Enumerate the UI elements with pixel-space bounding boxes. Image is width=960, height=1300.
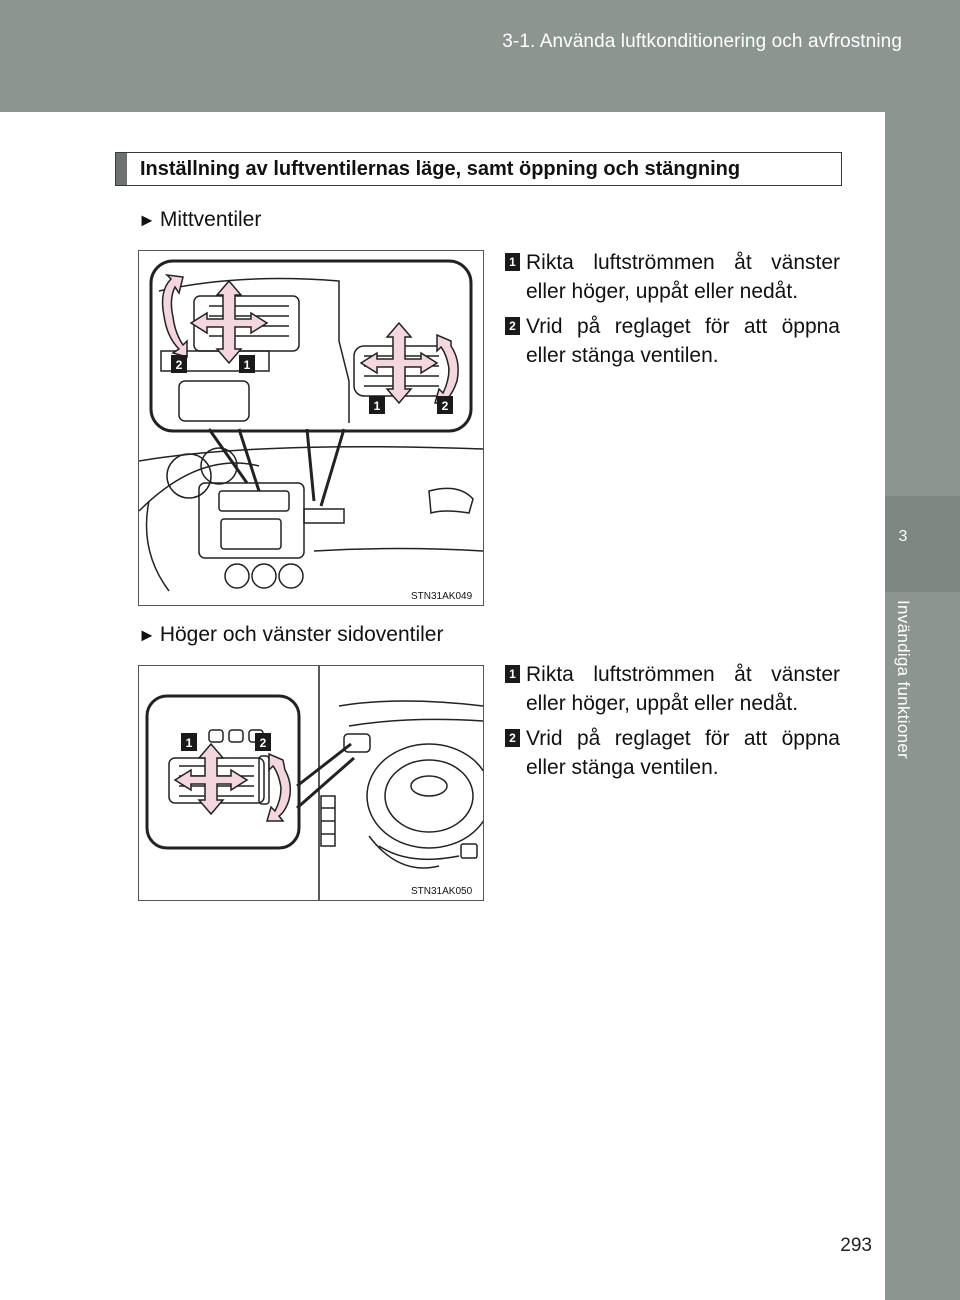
section-heading-box: Inställning av luftventilernas läge, sam…	[115, 152, 842, 186]
subheading-center-vents: ►Mittventiler	[138, 208, 261, 232]
svg-text:1: 1	[244, 358, 251, 372]
step-number-badge: 1	[505, 665, 520, 683]
subheading-side-vents: ►Höger och vänster sidoventiler	[138, 623, 443, 647]
chapter-number: 3	[898, 528, 908, 545]
side-tab-chapter-marker	[885, 496, 960, 592]
step-number-badge: 2	[505, 317, 520, 335]
subheading-text: Mittventiler	[159, 208, 262, 231]
side-vents-step-1: 1 Rikta luftströmmen åt vänster eller hö…	[505, 660, 840, 718]
figure-code: STN31AK049	[411, 591, 473, 602]
step-text: Vrid på reglaget för att öppna eller stä…	[526, 727, 840, 779]
running-head: 3-1. Använda luftkonditionering och avfr…	[502, 31, 902, 52]
step-text: Vrid på reglaget för att öppna eller stä…	[526, 315, 840, 367]
svg-text:1: 1	[374, 399, 381, 413]
callout-badges: 1 2	[181, 733, 271, 751]
center-vents-drawing: 2 1 1 2 STN31AK049	[139, 259, 483, 602]
svg-text:2: 2	[442, 399, 449, 413]
svg-text:1: 1	[186, 736, 193, 750]
page-number: 293	[840, 1235, 872, 1256]
center-vents-step-1: 1 Rikta luftströmmen åt vänster eller hö…	[505, 248, 840, 306]
arrow-marker-icon: ►	[138, 210, 156, 230]
chapter-title: Invändiga funktioner	[894, 600, 913, 760]
figure-code: STN31AK050	[411, 886, 473, 897]
step-text: Rikta luftströmmen åt vänster eller höge…	[526, 251, 840, 303]
side-tab-upper	[885, 112, 960, 496]
arrow-marker-icon: ►	[138, 625, 156, 645]
svg-text:2: 2	[260, 736, 267, 750]
step-number-badge: 1	[505, 253, 520, 271]
svg-text:2: 2	[176, 358, 183, 372]
subheading-text: Höger och vänster sidoventiler	[159, 623, 444, 646]
step-number-badge: 2	[505, 729, 520, 747]
header-bar	[0, 0, 960, 112]
callout-badges: 2 1 1 2	[171, 355, 453, 414]
center-vents-illustration: 2 1 1 2 STN31AK049	[138, 250, 484, 606]
step-text: Rikta luftströmmen åt vänster eller höge…	[526, 663, 840, 715]
side-vents-drawing: 1 2 STN31AK050	[145, 666, 483, 900]
section-heading-bar	[116, 153, 127, 185]
side-vents-step-2: 2 Vrid på reglaget för att öppna eller s…	[505, 724, 840, 782]
side-tab-lower	[885, 592, 960, 1300]
section-title: Inställning av luftventilernas läge, sam…	[140, 158, 741, 180]
center-vents-step-2: 2 Vrid på reglaget för att öppna eller s…	[505, 312, 840, 370]
side-vents-illustration: 1 2 STN31AK050	[138, 665, 484, 901]
